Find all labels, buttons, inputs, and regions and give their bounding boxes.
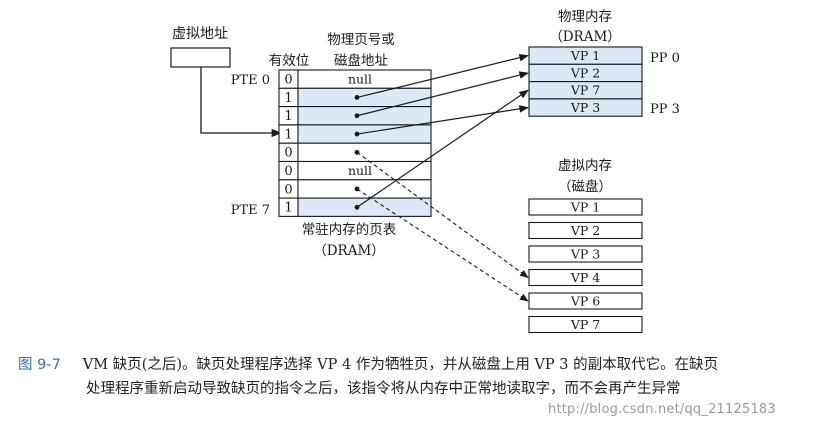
- pte-valid-bit: 0: [284, 182, 292, 197]
- physical-page-label: VP 1: [570, 48, 600, 63]
- virtual-address-box: [170, 47, 231, 68]
- pointer-dot: [354, 131, 360, 137]
- disk-page-label: VP 1: [570, 200, 600, 215]
- pte-valid-bit: 0: [284, 146, 292, 161]
- physical-mem-title-line1: 物理内存: [558, 9, 612, 25]
- pte-valid-bit: 0: [284, 73, 292, 88]
- pte-row: 0: [278, 179, 432, 199]
- disk-page-arrow: [356, 188, 529, 302]
- pte-valid-bit: 1: [284, 109, 292, 124]
- pte-7-label: PTE 7: [231, 203, 270, 218]
- pte-addr-cell: [297, 87, 432, 108]
- pte-row: 1: [278, 124, 432, 144]
- pte-valid-bit: 1: [284, 91, 292, 106]
- pte-0-label: PTE 0: [231, 73, 270, 88]
- pte-addr-cell: [297, 142, 432, 163]
- resident-page-arrow: [356, 71, 529, 117]
- disk-page-arrow: [356, 151, 529, 279]
- pt-header-addr-line1: 物理页号或: [327, 32, 395, 48]
- pt-header-valid: 有效位: [269, 53, 310, 69]
- pte-addr-text: null: [348, 163, 372, 178]
- pte-addr-cell: [297, 106, 432, 126]
- watermark: http://blog.csdn.net/qq_21125183: [548, 402, 776, 417]
- virtual-address-label: 虚拟地址: [172, 26, 228, 42]
- disk-page-cell: [528, 221, 643, 240]
- disk-page-label: VP 2: [570, 223, 600, 238]
- disk-page-cell: [528, 315, 643, 334]
- disk-page-cell: [528, 245, 643, 263]
- pte-row: 1: [278, 106, 432, 126]
- disk-page-label: VP 3: [570, 247, 600, 262]
- pte-valid-bit: 0: [284, 164, 292, 179]
- caption-figure-number: 图 9-7: [18, 357, 61, 373]
- va-to-pte-arrow: [200, 67, 283, 138]
- resident-page-arrow: [356, 89, 529, 208]
- physical-memory: VP 1 VP 2 VP 7 VP 3: [528, 46, 643, 117]
- disk-page-cell: [528, 268, 643, 287]
- caption-line-2: 处理程序重新启动导致缺页的指令之后，该指令将从内存中正常地读取字，而不会再产生异…: [86, 381, 681, 397]
- pte-row: 1: [278, 197, 432, 217]
- physical-page-label: VP 7: [570, 83, 600, 98]
- virtual-mem-title-line1: 虚拟内存: [558, 158, 612, 174]
- pte-addr-cell: [297, 124, 432, 144]
- vm-diagram: 虚拟地址 有效位 物理页号或 磁盘地址 PTE 0 PTE 7 0 null 1 1 1…: [170, 9, 680, 334]
- caption-line-1: VM 缺页(之后)。缺页处理程序选择 VP 4 作为牺牲页，并从磁盘上用 VP …: [82, 357, 719, 373]
- pt-header-addr-line2: 磁盘地址: [334, 52, 388, 69]
- pt-caption-line1: 常驻内存的页表: [302, 222, 397, 238]
- pp-3-label: PP 3: [650, 102, 680, 117]
- physical-mem-title-line2: （DRAM）: [549, 29, 621, 45]
- disk-page-label: VP 4: [570, 270, 600, 285]
- pte-addr-text: null: [348, 72, 372, 87]
- pte-row: 0 null: [278, 160, 432, 181]
- pte-addr-cell: [297, 197, 432, 217]
- pt-caption-line2: （DRAM）: [313, 243, 385, 259]
- disk-page-label: VP 6: [570, 294, 600, 309]
- pte-valid-bit: 1: [284, 127, 292, 142]
- mapping-arrows: [354, 53, 529, 302]
- disk-page-cell: [528, 292, 643, 310]
- pp-0-label: PP 0: [650, 51, 680, 66]
- pte-row: 0 null: [278, 69, 432, 89]
- resident-page-arrow: [356, 53, 529, 99]
- virtual-mem-title-line2: （磁盘）: [558, 178, 612, 195]
- physical-page-cell: [528, 98, 643, 117]
- page-table: 0 null 1 1 1 0 0 null 0 1: [278, 69, 432, 217]
- pte-valid-bit: 1: [284, 201, 292, 216]
- physical-page-label: VP 2: [570, 65, 600, 80]
- disk-memory: VP 1 VP 2 VP 3 VP 4 VP 6 VP 7: [528, 198, 643, 334]
- disk-page-label: VP 7: [570, 317, 600, 332]
- disk-page-cell: [528, 198, 643, 216]
- resident-page-arrow: [356, 105, 529, 135]
- physical-page-label: VP 3: [570, 100, 600, 115]
- pte-addr-cell: [297, 179, 432, 199]
- figure-caption: 图 9-7 VM 缺页(之后)。缺页处理程序选择 VP 4 作为牺牲页，并从磁盘上…: [18, 353, 823, 401]
